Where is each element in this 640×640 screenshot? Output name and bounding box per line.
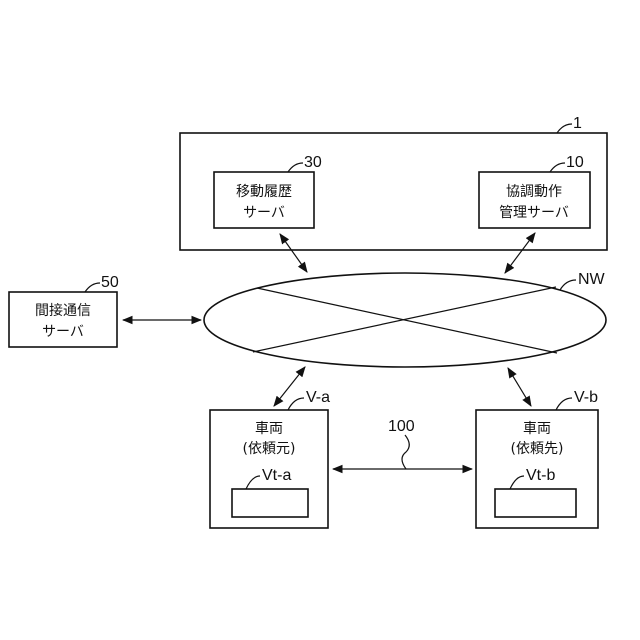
movement-history-server-label-2: サーバ [243, 205, 285, 221]
vehicle-b-label-2: (依頼先) [511, 441, 564, 457]
vehicle-a-terminal-ref: Vt-a [262, 467, 291, 484]
system-ref: 1 [573, 115, 582, 132]
arrow-network-vehicle-b [508, 368, 531, 406]
vehicle-b-label-1: 車両 [523, 420, 551, 437]
coordinated-operation-server-label-1: 協調動作 [506, 184, 562, 200]
vehicle-b-terminal-box [495, 489, 576, 517]
indirect-communication-server-label-2: サーバ [42, 324, 84, 340]
movement-history-server-label-1: 移動履歴 [236, 184, 292, 200]
indirect-communication-server-label-1: 間接通信 [35, 302, 91, 319]
vehicle-a-ref: V-a [306, 389, 330, 406]
vehicle-b-terminal-ref: Vt-b [526, 467, 555, 484]
v2v-link-ref: 100 [388, 418, 415, 435]
vehicle-a-leader [288, 398, 304, 410]
indirect-communication-server-leader [85, 283, 100, 292]
vehicle-a-terminal-box [232, 489, 308, 517]
vehicle-b-ref: V-b [574, 389, 598, 406]
network-ref: NW [578, 271, 606, 288]
system-leader [557, 124, 572, 133]
network-leader [560, 280, 576, 290]
arrow-network-vehicle-a [274, 367, 305, 406]
coordinated-operation-server-ref: 10 [566, 154, 584, 171]
vehicle-b-leader [556, 398, 572, 410]
movement-history-server-ref: 30 [304, 154, 322, 171]
indirect-communication-server-ref: 50 [101, 274, 119, 291]
vehicle-a-label-2: (依頼元) [243, 441, 296, 457]
v2v-link-leader [402, 435, 409, 469]
coordinated-operation-server-label-2: 管理サーバ [499, 205, 569, 221]
vehicle-a-label-1: 車両 [255, 420, 283, 437]
